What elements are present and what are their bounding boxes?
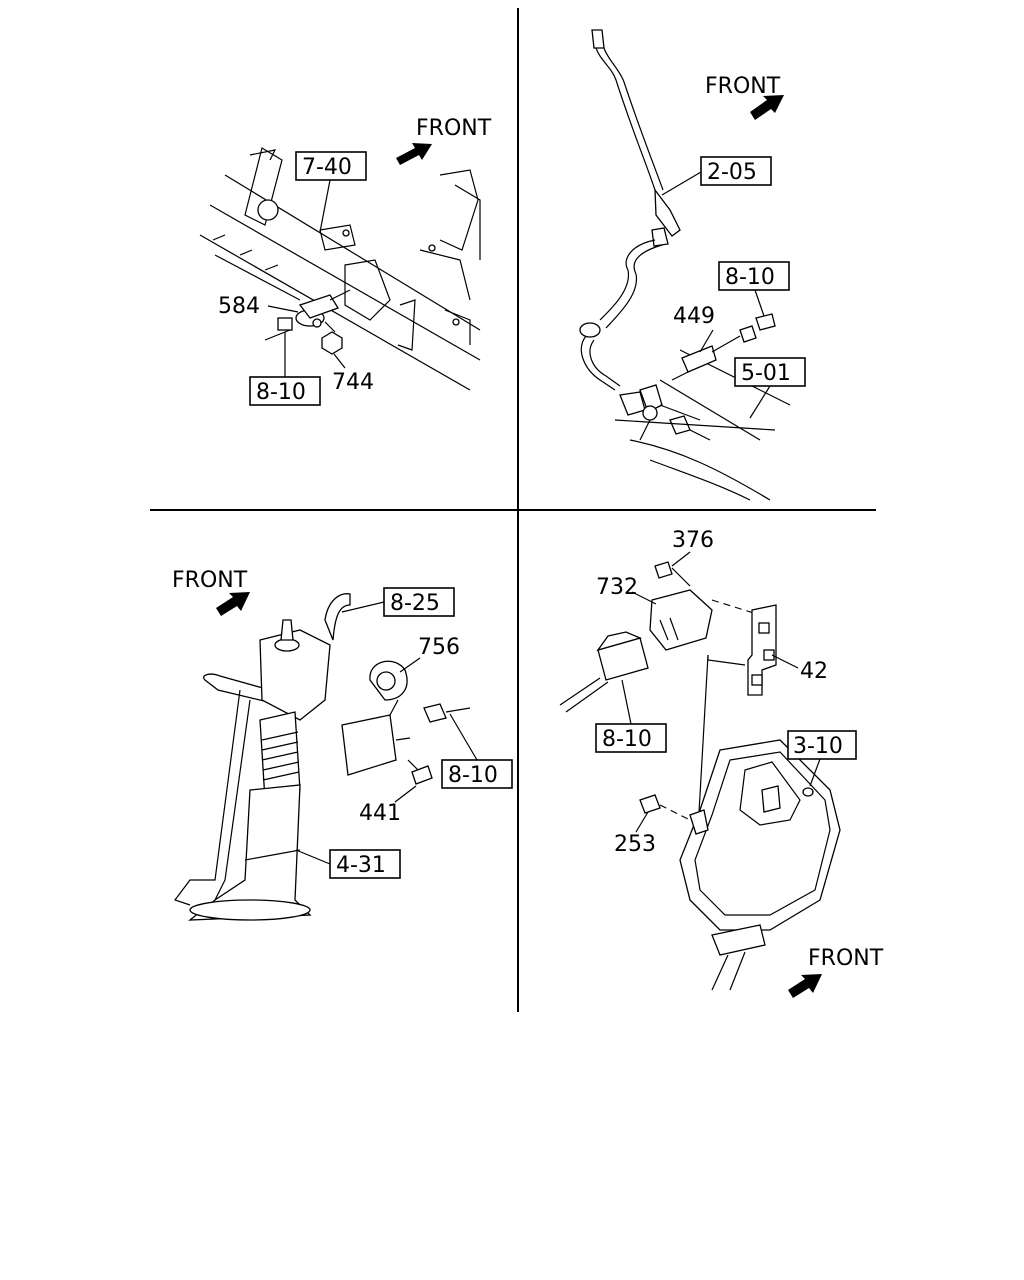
ref-label-8-25: 8-25 bbox=[390, 591, 440, 616]
ref-label-7-40: 7-40 bbox=[302, 155, 352, 180]
ref-label-5-01: 5-01 bbox=[741, 361, 791, 386]
part-number-732: 732 bbox=[596, 575, 638, 600]
part-number-744: 744 bbox=[332, 370, 374, 395]
ref-box-8-10 bbox=[441, 759, 513, 789]
ref-label-2-05: 2-05 bbox=[707, 160, 757, 185]
front-arrow-icon bbox=[396, 143, 432, 165]
front-label: FRONT bbox=[416, 116, 492, 141]
ref-label-4-31: 4-31 bbox=[336, 853, 386, 878]
ref-box-8-10 bbox=[249, 376, 321, 406]
brake-line-drawing bbox=[579, 29, 791, 501]
front-label: FRONT bbox=[705, 74, 781, 99]
front-label: FRONT bbox=[172, 568, 248, 593]
part-number-376: 376 bbox=[672, 528, 714, 553]
front-arrow-icon bbox=[216, 592, 250, 616]
ref-label-8-10: 8-10 bbox=[256, 380, 306, 405]
part-number-441: 441 bbox=[359, 801, 401, 826]
ref-label-8-10: 8-10 bbox=[725, 265, 775, 290]
frame-rail-drawing bbox=[199, 147, 481, 391]
front-arrow-icon bbox=[750, 95, 784, 120]
ref-label-3-10: 3-10 bbox=[793, 734, 843, 759]
quadrant-top-right: FRONT 2-05 8-10 449 5-01 bbox=[579, 29, 806, 501]
front-arrow-icon bbox=[788, 974, 822, 998]
ref-box-8-10 bbox=[718, 261, 790, 291]
sensor-584-drawing bbox=[264, 289, 351, 355]
ref-box-2-05 bbox=[700, 156, 772, 186]
front-label: FRONT bbox=[808, 946, 884, 971]
part-number-42: 42 bbox=[800, 659, 828, 684]
part-number-584: 584 bbox=[218, 294, 260, 319]
steering-column-drawing bbox=[174, 593, 471, 921]
quadrant-bottom-left: FRONT 8-25 756 8-10 441 4-31 bbox=[172, 568, 513, 921]
ref-box-3-10 bbox=[787, 730, 857, 760]
ref-label-8-10: 8-10 bbox=[602, 727, 652, 752]
ref-label-8-10: 8-10 bbox=[448, 763, 498, 788]
quadrant-bottom-right: 376 732 42 8-10 3-10 253 FRONT bbox=[559, 528, 884, 998]
quadrant-top-left: FRONT 7-40 584 8-10 744 bbox=[199, 116, 492, 406]
pedal-assembly-drawing bbox=[559, 561, 841, 991]
part-number-756: 756 bbox=[418, 635, 460, 660]
ref-box-5-01 bbox=[734, 357, 806, 387]
part-number-449: 449 bbox=[673, 304, 715, 329]
ref-box-7-40 bbox=[295, 151, 367, 181]
part-number-253: 253 bbox=[614, 832, 656, 857]
